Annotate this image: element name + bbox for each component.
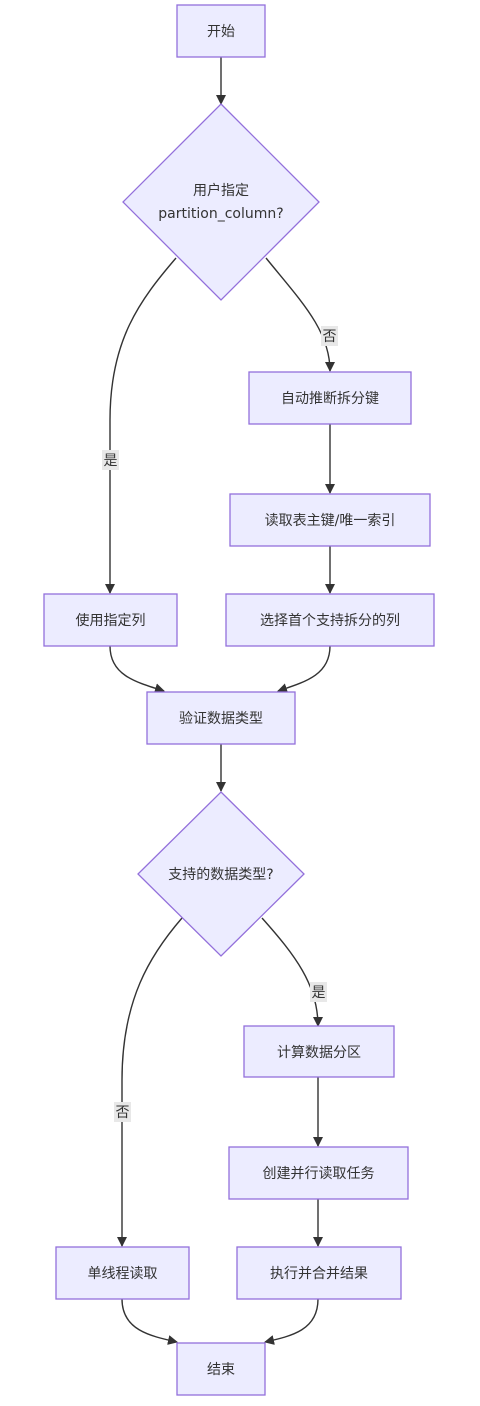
svg-text:partition_column?: partition_column? bbox=[158, 206, 283, 222]
edge-label-d1-no: 否 bbox=[321, 326, 338, 346]
svg-text:否: 否 bbox=[116, 1105, 130, 1121]
edge-decision1-to-auto-infer bbox=[265, 257, 335, 372]
svg-text:是: 是 bbox=[104, 453, 118, 469]
edge-label-d2-yes: 是 bbox=[310, 982, 327, 1002]
svg-text:否: 否 bbox=[323, 329, 337, 345]
edge-label-d1-yes: 是 bbox=[102, 450, 119, 470]
node-merge: 执行并合并结果 bbox=[236, 1246, 402, 1300]
svg-text:单线程读取: 单线程读取 bbox=[88, 1265, 158, 1282]
node-create-tasks: 创建并行读取任务 bbox=[228, 1146, 409, 1200]
edge-use-column-to-validate bbox=[109, 645, 165, 694]
node-decision-datatype: 支持的数据类型? bbox=[137, 791, 305, 957]
svg-text:执行并合并结果: 执行并合并结果 bbox=[270, 1266, 368, 1282]
node-single-read: 单线程读取 bbox=[55, 1246, 190, 1300]
svg-text:创建并行读取任务: 创建并行读取任务 bbox=[263, 1165, 375, 1182]
svg-text:开始: 开始 bbox=[207, 24, 235, 40]
svg-text:计算数据分区: 计算数据分区 bbox=[277, 1045, 361, 1061]
node-decision-partition-column: 用户指定 partition_column? bbox=[122, 103, 320, 301]
node-use-column: 使用指定列 bbox=[43, 593, 178, 647]
node-read-keys: 读取表主键/唯一索引 bbox=[229, 493, 431, 547]
node-auto-infer: 自动推断拆分键 bbox=[248, 371, 412, 425]
edge-merge-to-end bbox=[264, 1298, 319, 1345]
svg-text:读取表主键/唯一索引: 读取表主键/唯一索引 bbox=[265, 512, 396, 529]
svg-text:支持的数据类型?: 支持的数据类型? bbox=[168, 867, 273, 883]
svg-text:结束: 结束 bbox=[207, 1362, 235, 1378]
svg-text:自动推断拆分键: 自动推断拆分键 bbox=[281, 391, 379, 407]
svg-text:选择首个支持拆分的列: 选择首个支持拆分的列 bbox=[260, 613, 400, 629]
node-select-first: 选择首个支持拆分的列 bbox=[225, 593, 435, 647]
edge-label-d2-no: 否 bbox=[114, 1102, 131, 1122]
edge-decision2-to-single-read bbox=[117, 917, 183, 1247]
edge-decision1-to-use-column bbox=[105, 257, 177, 594]
node-validate: 验证数据类型 bbox=[146, 691, 296, 745]
edge-decision2-to-calc-partition bbox=[261, 917, 323, 1027]
edge-single-read-to-end bbox=[121, 1298, 178, 1345]
svg-text:验证数据类型: 验证数据类型 bbox=[179, 711, 263, 727]
edge-select-first-to-validate bbox=[277, 645, 331, 693]
svg-text:是: 是 bbox=[312, 985, 326, 1001]
svg-text:使用指定列: 使用指定列 bbox=[76, 612, 146, 629]
node-end: 结束 bbox=[176, 1342, 266, 1396]
node-calc-partition: 计算数据分区 bbox=[243, 1025, 395, 1078]
svg-text:用户指定: 用户指定 bbox=[193, 182, 249, 199]
node-start: 开始 bbox=[176, 4, 266, 58]
